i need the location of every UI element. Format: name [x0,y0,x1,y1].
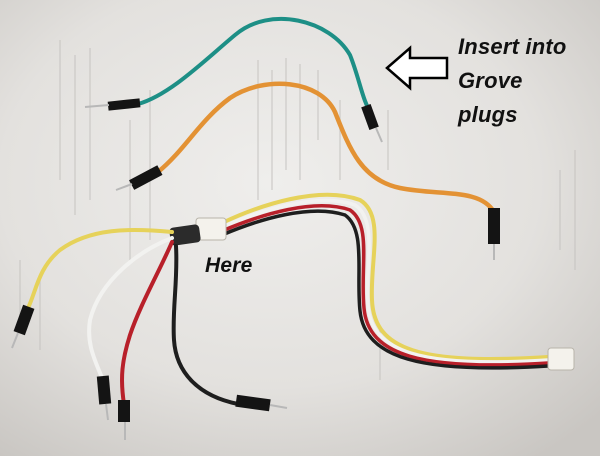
grove-white-wire [220,198,550,364]
split-black-pin [235,394,271,412]
splice-heat-shrink [169,224,201,246]
grove-cable-bundle [220,192,550,370]
orange-wire-pin-left [129,165,163,190]
orange-wire [155,81,497,215]
left-arrow-outline-icon [385,45,449,91]
split-red-wire [120,240,174,406]
insert-caption-line-1: Insert into [458,34,567,59]
split-white-wire [87,236,174,380]
grove-red-wire [220,204,550,367]
teal-wire-tip-left [84,104,110,108]
grove-yellow-wire [220,192,550,361]
teal-wire-pin-right [361,104,379,130]
orange-wire-tip-left [115,183,133,191]
split-white-tip [105,403,109,421]
grove-black-wire [220,209,550,370]
orange-wire-pin-right [488,208,500,244]
split-yellow-wire [26,227,174,310]
insert-caption-line-3: plugs [458,102,518,127]
split-black-wire [171,244,240,406]
teal-wire-pin-left [107,98,141,111]
insert-caption: Insert into Grove plugs [458,30,598,132]
insert-caption-line-2: Grove [458,68,523,93]
split-black-tip [269,404,288,409]
teal-wire [136,16,374,117]
grove-connector [547,347,575,371]
split-yellow-tip [11,332,19,349]
split-yellow-pin [13,304,35,336]
splice-connector [195,217,227,241]
split-red-pin [118,400,130,422]
teal-wire-tip-right [375,127,383,143]
printed-text-lines [19,40,576,380]
split-white-pin [96,375,112,405]
here-caption: Here [205,254,253,277]
